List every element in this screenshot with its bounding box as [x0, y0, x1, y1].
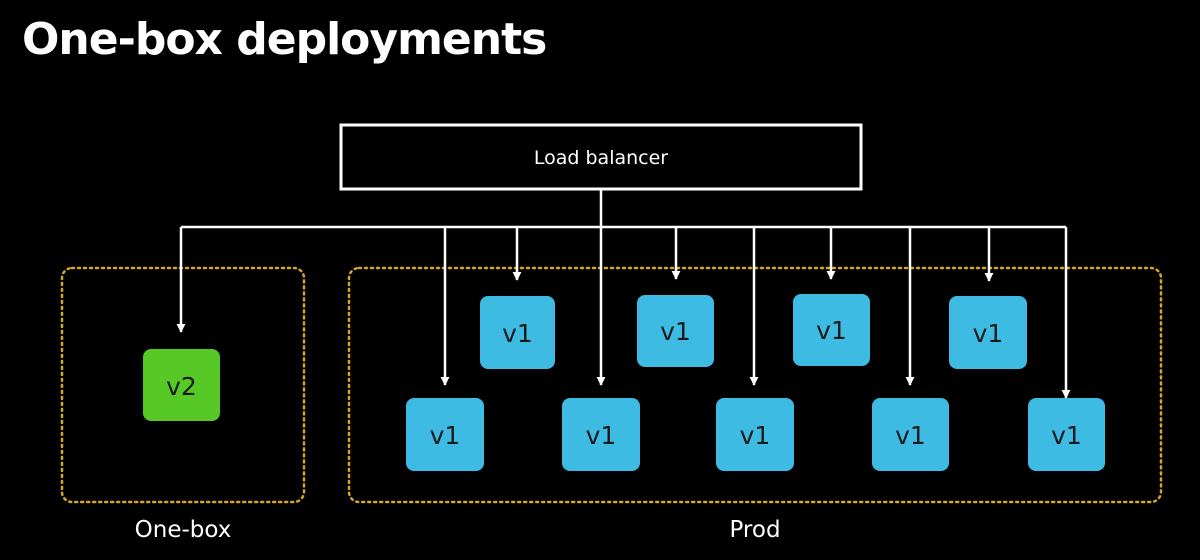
- prod-host-bottom-3-label: v1: [740, 421, 771, 450]
- prod-host-top-4-label: v1: [973, 319, 1004, 348]
- prod-host-bottom-1: [406, 398, 484, 471]
- prod-host-bottom-4-label: v1: [895, 421, 926, 450]
- prod-host-bottom-2: [562, 398, 640, 471]
- prod-host-top-3: [793, 294, 870, 366]
- prod-host-bottom-4: [872, 398, 949, 471]
- onebox-host-v2-label: v2: [166, 372, 197, 401]
- prod-host-bottom-3: [716, 398, 794, 471]
- prod-host-bottom-2-label: v1: [586, 421, 617, 450]
- prod-host-bottom-1-label: v1: [430, 421, 461, 450]
- prod-host-top-4: [949, 296, 1027, 369]
- slide-title: One-box deployments: [22, 14, 547, 65]
- prod-host-top-1-label: v1: [502, 319, 533, 348]
- load-balancer-label: Load balancer: [534, 147, 668, 169]
- prod-host-top-1: [480, 296, 555, 369]
- prod-host-top-2-label: v1: [660, 317, 691, 346]
- onebox-group-border: [60, 266, 306, 504]
- prod-host-bottom-5: [1028, 398, 1105, 471]
- prod-host-bottom-5-label: v1: [1051, 421, 1082, 450]
- onebox-host-v2: [143, 349, 220, 421]
- connector-lines: [176, 189, 1071, 399]
- prod-host-top-3-label: v1: [816, 316, 847, 345]
- prod-host-top-2: [637, 295, 714, 367]
- onebox-group-label: One-box: [135, 517, 232, 543]
- prod-group-label: Prod: [729, 517, 780, 543]
